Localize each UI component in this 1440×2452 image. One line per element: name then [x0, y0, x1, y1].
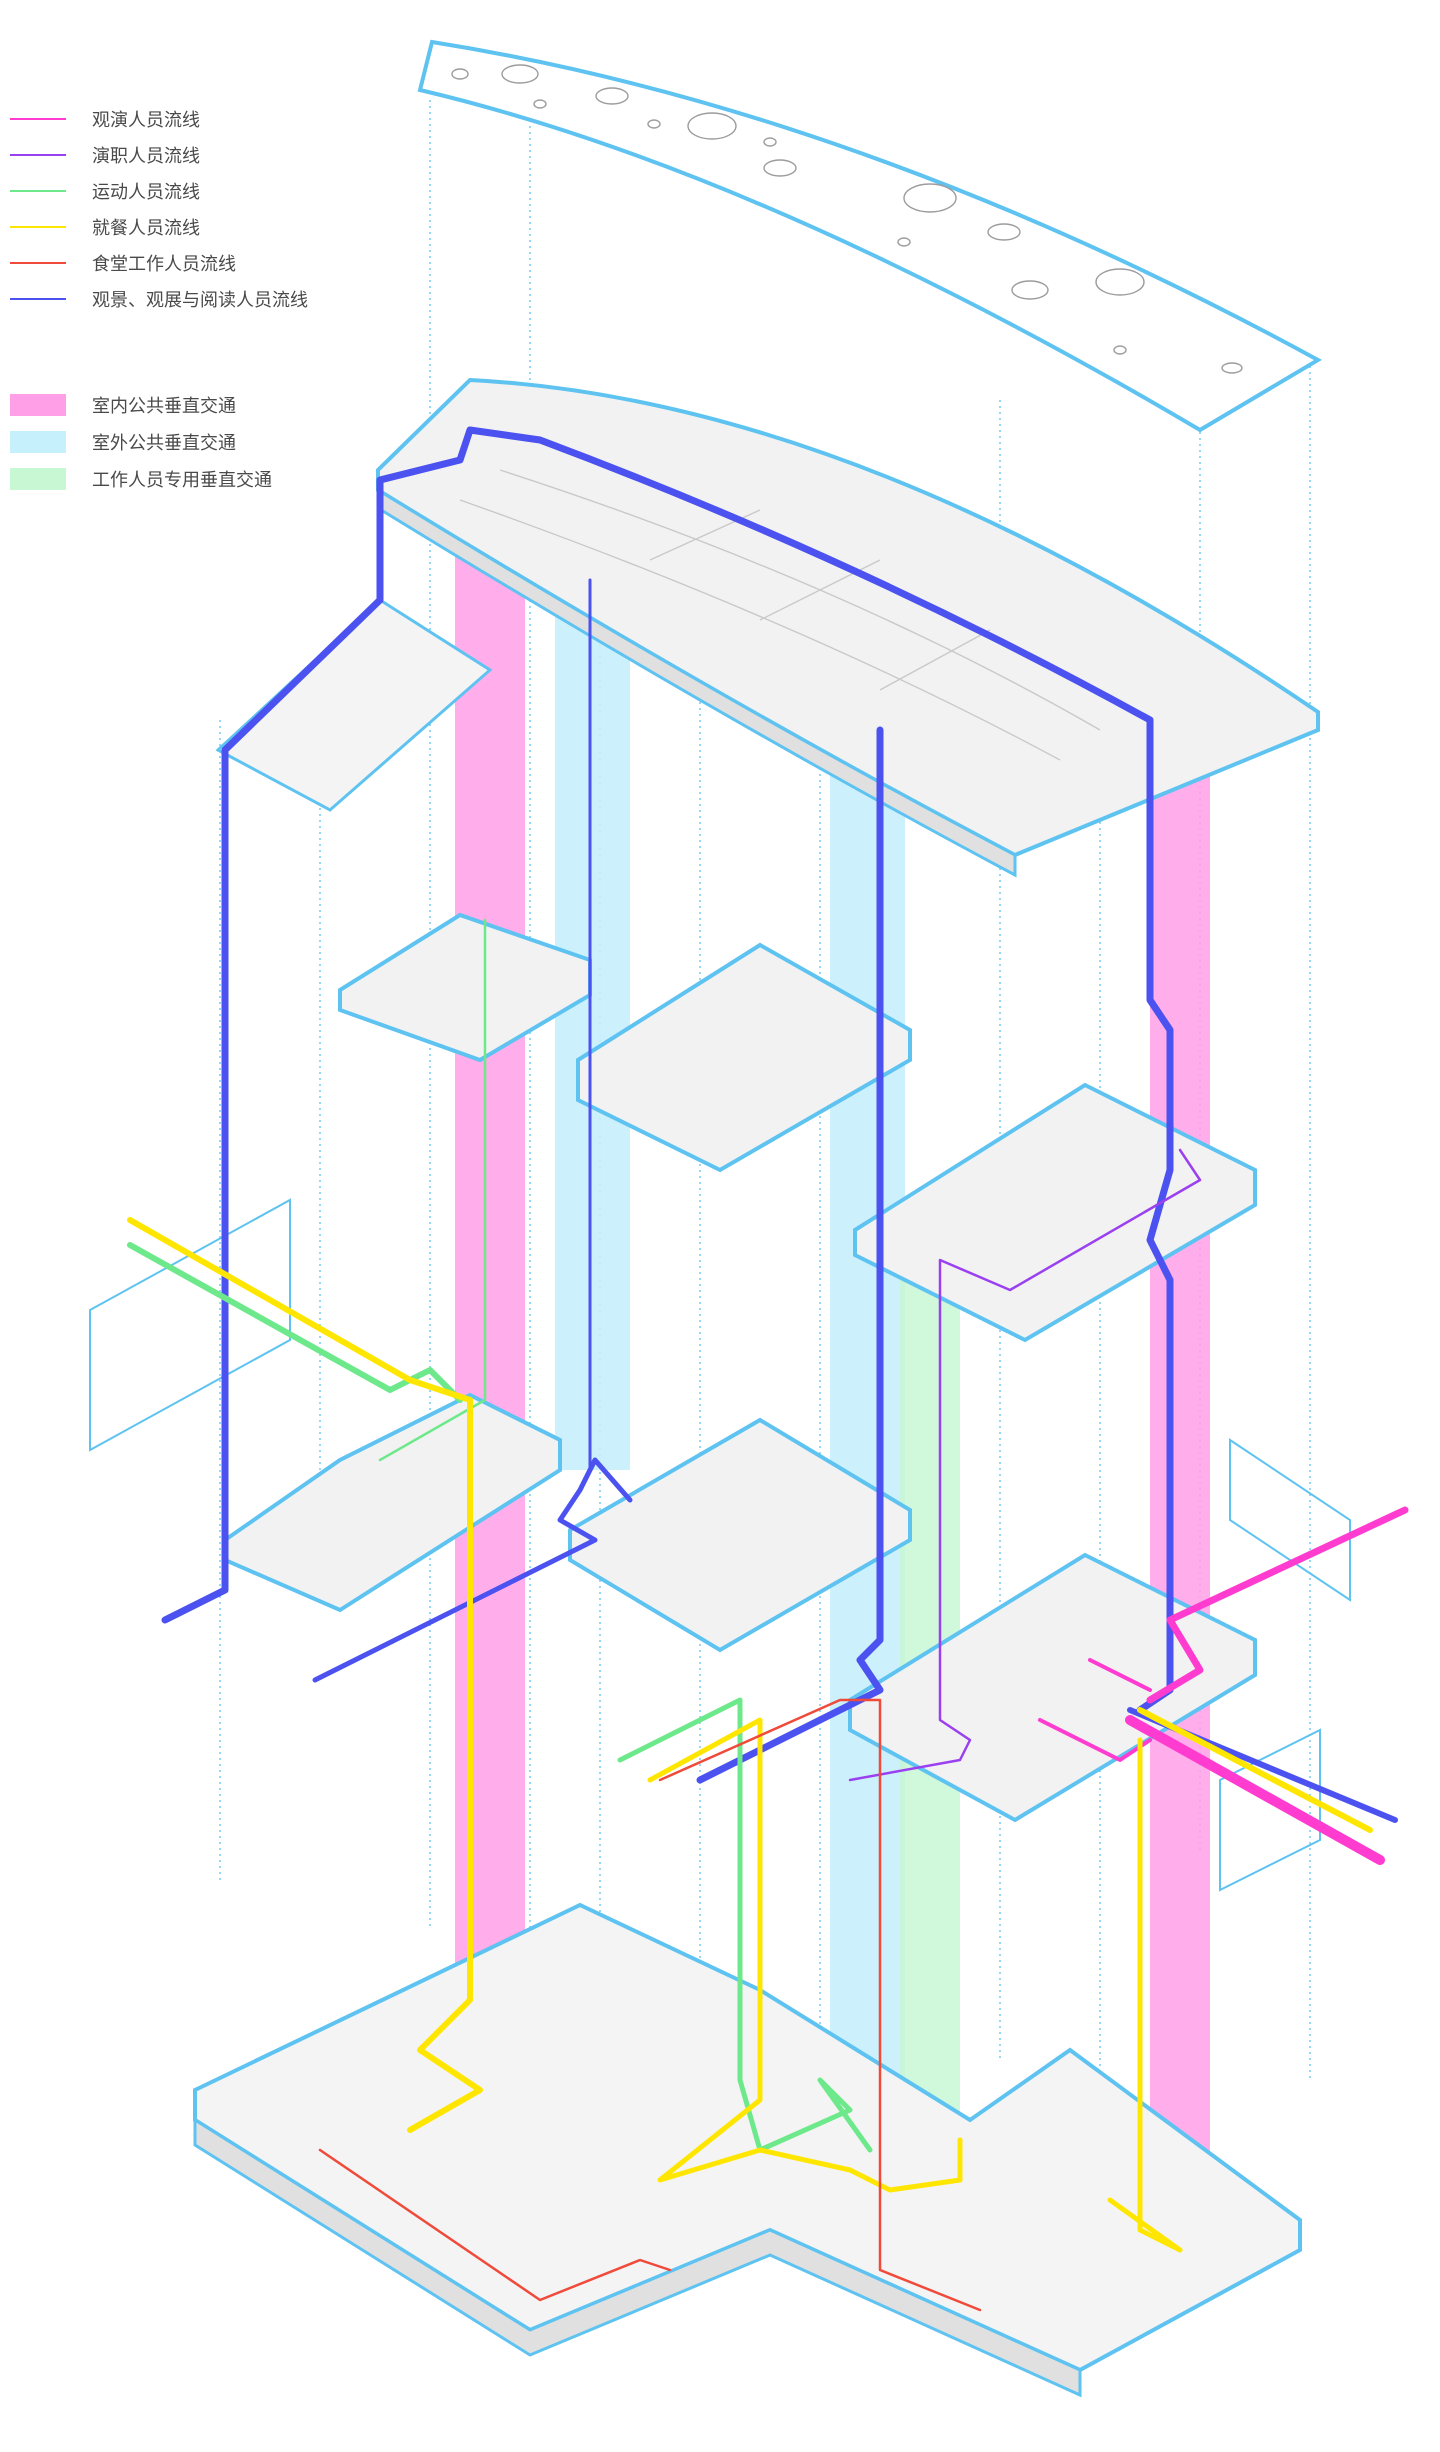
legend-label: 运动人员流线 [92, 178, 200, 204]
legend-item-dining: 就餐人员流线 [10, 214, 200, 240]
legend-line-viewing [10, 298, 66, 300]
outdoor-public-core-left [555, 560, 630, 1470]
legend-item-canteen-staff: 食堂工作人员流线 [10, 250, 236, 276]
legend-item-audience: 观演人员流线 [10, 106, 200, 132]
legend-line-performer [10, 154, 66, 156]
flow-sports [130, 1245, 460, 1400]
legend-label: 演职人员流线 [92, 142, 200, 168]
floor-level-mid-1 [340, 915, 590, 1060]
legend-swatch-indoor-core [10, 394, 66, 416]
legend-item-indoor-core: 室内公共垂直交通 [10, 392, 236, 418]
legend-item-outdoor-core: 室外公共垂直交通 [10, 429, 236, 455]
legend: 观演人员流线 演职人员流线 运动人员流线 就餐人员流线 食堂工作人员流线 观景、… [0, 0, 420, 520]
legend-line-canteen-staff [10, 262, 66, 264]
floor-level-ground [195, 1905, 1300, 2395]
legend-item-performer: 演职人员流线 [10, 142, 200, 168]
legend-label: 观演人员流线 [92, 106, 200, 132]
legend-label: 食堂工作人员流线 [92, 250, 236, 276]
legend-swatch-outdoor-core [10, 431, 66, 453]
legend-line-audience [10, 118, 66, 120]
legend-line-dining [10, 226, 66, 228]
legend-label: 室外公共垂直交通 [92, 429, 236, 455]
indoor-public-core-right [1150, 700, 1210, 2250]
legend-label: 就餐人员流线 [92, 214, 200, 240]
legend-swatch-staff-core [10, 468, 66, 490]
legend-item-sports: 运动人员流线 [10, 178, 200, 204]
legend-item-viewing: 观景、观展与阅读人员流线 [10, 286, 308, 312]
roof-canopy [420, 42, 1318, 430]
legend-label: 工作人员专用垂直交通 [92, 466, 272, 492]
stair-roof-left [218, 600, 490, 810]
legend-line-sports [10, 190, 66, 192]
indoor-public-core-left [455, 500, 525, 1990]
legend-label: 观景、观展与阅读人员流线 [92, 286, 308, 312]
legend-label: 室内公共垂直交通 [92, 392, 236, 418]
legend-item-staff-core: 工作人员专用垂直交通 [10, 466, 272, 492]
